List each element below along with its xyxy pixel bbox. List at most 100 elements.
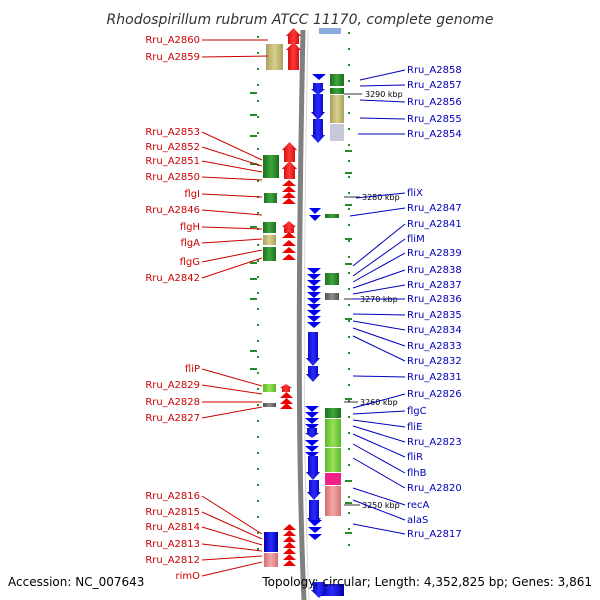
reverse-gene-arrow — [307, 304, 321, 310]
reverse-gene-arrow — [305, 440, 319, 446]
forward-gene-arrow — [286, 28, 301, 44]
forward-gene-label: flgG — [180, 257, 200, 268]
diagram-title: Rhodospirillum rubrum ATCC 11170, comple… — [107, 12, 494, 28]
kbp-tick-label: 3250 kbp — [362, 501, 400, 510]
accession-text: Accession: NC_007643 — [8, 575, 144, 589]
forward-gene-arrow — [280, 384, 292, 392]
forward-gene-label: Rru_A2851 — [145, 156, 200, 167]
forward-gene-arrow — [280, 398, 293, 404]
reverse-gene-arrow — [308, 527, 322, 533]
forward-gene-label: Rru_A2860 — [145, 35, 200, 46]
reverse-gene-arrow — [306, 456, 320, 480]
reverse-gene-label: fliR — [407, 452, 423, 463]
gene-block — [320, 584, 344, 596]
reverse-gene-arrow — [305, 452, 319, 458]
reverse-gene-arrow — [307, 298, 321, 304]
forward-gene-arrow — [282, 186, 296, 192]
reverse-gene-arrow — [311, 94, 325, 120]
reverse-gene-label: flhB — [407, 468, 427, 479]
genome-backbone — [296, 29, 310, 600]
reverse-gene-arrow — [306, 366, 320, 382]
reverse-gene-label: Rru_A2836 — [407, 294, 462, 305]
gene-block — [319, 28, 341, 34]
gene-block — [263, 235, 276, 245]
gene-block — [264, 193, 277, 203]
forward-gene-arrow — [280, 403, 293, 409]
reverse-gene-arrow — [308, 520, 322, 526]
forward-gene-label: Rru_A2828 — [145, 397, 200, 408]
forward-gene-label: Rru_A2842 — [145, 273, 200, 284]
forward-gene-label: flgA — [181, 238, 201, 249]
gene-block — [325, 473, 341, 485]
reverse-gene-arrow — [311, 83, 325, 95]
reverse-gene-label: alaS — [407, 515, 428, 526]
reverse-gene-arrow — [308, 534, 322, 540]
reverse-gene-label: Rru_A2838 — [407, 265, 462, 276]
reverse-gene-arrow — [307, 268, 321, 274]
gene-block — [264, 553, 278, 567]
gene-block — [325, 273, 339, 285]
reverse-gene-label: Rru_A2820 — [407, 483, 462, 494]
reverse-gene-arrow — [307, 274, 321, 280]
topology-text: Topology: circular; Length: 4,352,825 bp… — [261, 575, 592, 589]
gene-block — [263, 247, 276, 261]
forward-gene-label: rimO — [175, 571, 200, 582]
reverse-gene-arrow — [305, 428, 319, 438]
reverse-gene-label: fliX — [407, 188, 423, 199]
track-tick-marks — [250, 92, 352, 534]
forward-gene-label: Rru_A2814 — [145, 522, 200, 533]
reverse-gene-label: Rru_A2855 — [407, 114, 462, 125]
forward-gene-arrow — [282, 192, 296, 198]
reverse-gene-label: fliE — [407, 422, 422, 433]
reverse-gene-arrow — [307, 500, 321, 526]
forward-strand-features — [263, 44, 283, 567]
reverse-gene-arrow — [309, 215, 321, 221]
gene-block — [263, 155, 279, 178]
forward-gene-label: fliP — [185, 364, 200, 375]
reverse-gene-arrow — [307, 280, 321, 286]
reverse-gene-label: Rru_A2854 — [407, 129, 462, 140]
forward-gene-arrow — [282, 180, 296, 186]
reverse-gene-label: Rru_A2839 — [407, 248, 462, 259]
forward-gene-arrow — [283, 560, 296, 566]
reverse-gene-arrow — [306, 332, 320, 366]
forward-gene-arrow — [282, 247, 296, 253]
gene-block — [330, 74, 344, 86]
forward-gene-arrow — [283, 548, 296, 554]
reverse-gene-label: Rru_A2837 — [407, 280, 462, 291]
forward-gene-label: Rru_A2815 — [145, 507, 200, 518]
reverse-gene-arrow — [307, 310, 321, 316]
forward-gene-label: Rru_A2812 — [145, 555, 200, 566]
reverse-gene-arrow — [307, 480, 321, 500]
forward-gene-arrow — [286, 42, 301, 70]
reverse-gene-labels: Rru_A2858Rru_A2857Rru_A2856Rru_A2855Rru_… — [349, 65, 462, 540]
gene-block — [266, 44, 283, 70]
gene-block — [330, 124, 344, 141]
reverse-gene-label: Rru_A2857 — [407, 80, 462, 91]
reverse-gene-label: recA — [407, 500, 430, 511]
forward-gene-label: Rru_A2813 — [145, 539, 200, 550]
forward-gene-arrow — [282, 161, 297, 179]
forward-gene-label: Rru_A2852 — [145, 142, 200, 153]
forward-gene-arrow — [282, 232, 296, 238]
reverse-gene-label: Rru_A2841 — [407, 219, 462, 230]
reverse-gene-label: Rru_A2858 — [407, 65, 462, 76]
gene-block — [330, 88, 344, 94]
forward-gene-arrow — [283, 542, 296, 548]
reverse-gene-arrow — [311, 119, 325, 143]
gene-block — [325, 419, 341, 447]
kbp-scale: 3290 kbp 3280 kbp 3270 kbp 3260 kbp 3250… — [344, 90, 403, 510]
reverse-gene-arrow — [312, 74, 326, 80]
forward-gene-arrow — [283, 536, 296, 542]
reverse-gene-arrow — [305, 412, 319, 418]
reverse-gene-label: Rru_A2834 — [407, 325, 462, 336]
reverse-strand-features — [320, 74, 344, 596]
gene-block — [263, 222, 276, 233]
reverse-gene-label: Rru_A2847 — [407, 203, 462, 214]
gene-block — [325, 293, 339, 300]
reverse-gene-label: Rru_A2831 — [407, 372, 462, 383]
forward-gene-label: Rru_A2859 — [145, 52, 200, 63]
reverse-gene-label: flgC — [407, 406, 427, 417]
gene-block — [325, 214, 339, 218]
